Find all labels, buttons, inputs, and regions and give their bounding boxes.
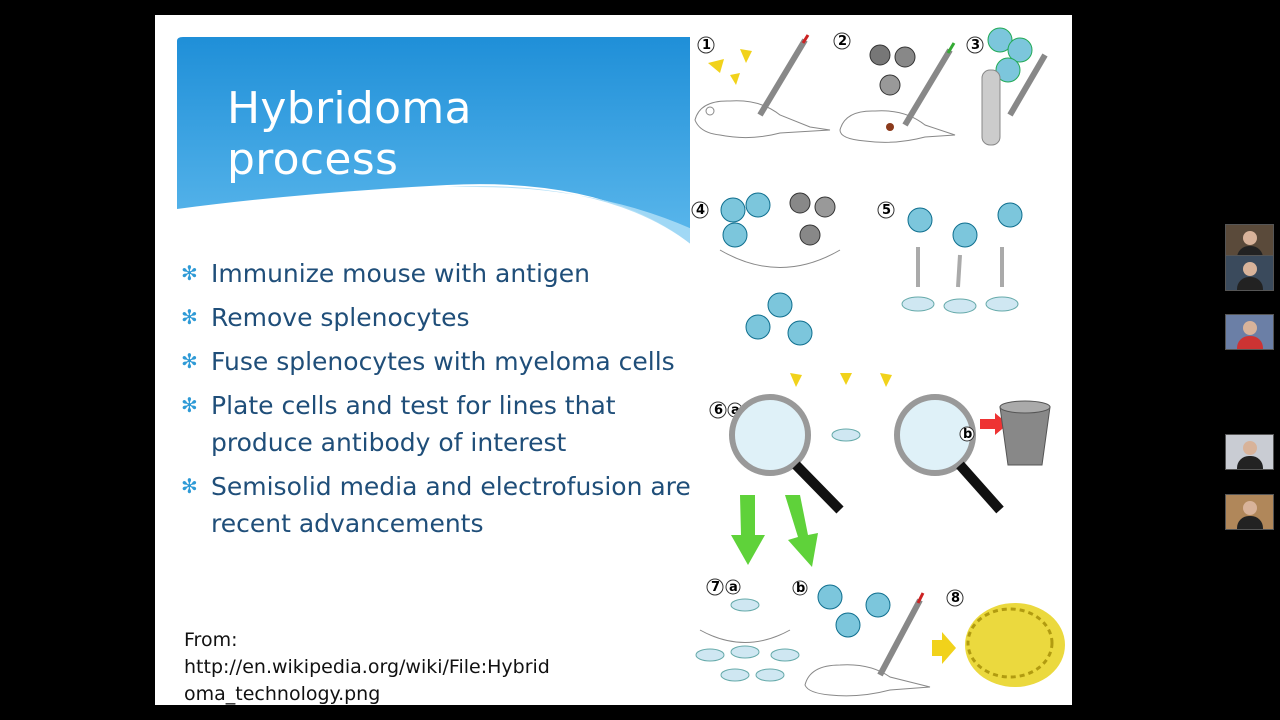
source-label: From: xyxy=(184,629,238,651)
avatar xyxy=(1243,231,1257,245)
avatar xyxy=(1243,321,1257,335)
step-number: 5 xyxy=(882,203,891,218)
avatar xyxy=(1243,441,1257,455)
avatar xyxy=(1243,262,1257,276)
participant-body xyxy=(1237,277,1263,290)
step-8-antibodies: 8 xyxy=(946,589,1065,687)
step-label: b xyxy=(963,427,972,442)
step-number: 4 xyxy=(696,203,705,218)
bullet-item: ✻ Immunize mouse with antigen xyxy=(181,255,701,292)
step-6-test: 6 a b xyxy=(709,373,1051,567)
bullet-text-continued: produce antibody of interest xyxy=(211,428,567,457)
bullet-list: ✻ Immunize mouse with antigen ✻ Remove spl… xyxy=(181,255,701,549)
participant-video-tile[interactable] xyxy=(1225,434,1274,470)
presentation-slide: Hybridoma process ✻ Immunize mouse with a… xyxy=(155,15,1072,705)
bullet-star-icon: ✻ xyxy=(181,474,198,498)
bullet-text: Immunize mouse with antigen xyxy=(211,259,591,288)
bullet-text: Plate cells and test for lines that xyxy=(211,391,616,420)
slide-title: Hybridoma process xyxy=(227,83,472,185)
step-number: 2 xyxy=(838,34,847,49)
step-number: 7 xyxy=(711,580,720,595)
bullet-item: ✻ Plate cells and test for lines that prod… xyxy=(181,387,701,461)
source-url: http://en.wikipedia.org/wiki/File:Hybrid xyxy=(184,656,550,678)
step-label: a xyxy=(729,580,738,595)
participant-body xyxy=(1237,456,1263,469)
avatar xyxy=(1243,501,1257,515)
bullet-text: Fuse splenocytes with myeloma cells xyxy=(211,347,675,376)
step-4-fuse: 4 xyxy=(691,192,841,346)
step-label: a xyxy=(731,403,740,418)
bullet-star-icon: ✻ xyxy=(181,393,198,417)
title-banner xyxy=(177,37,692,245)
participant-video-tile[interactable] xyxy=(1225,255,1274,291)
bullet-item: ✻ Semisolid media and electrofusion are re… xyxy=(181,468,701,542)
step-3-myeloma-cells: 3 xyxy=(966,27,1048,146)
participant-video-tile[interactable] xyxy=(1225,494,1274,530)
bullet-item: ✻ Fuse splenocytes with myeloma cells xyxy=(181,343,701,380)
bullet-text: Remove splenocytes xyxy=(211,303,470,332)
step-number: 1 xyxy=(702,38,711,53)
step-5-plate: 5 xyxy=(877,201,1023,314)
step-number: 3 xyxy=(971,38,980,53)
bullet-item: ✻ Remove splenocytes xyxy=(181,299,701,336)
step-number: 6 xyxy=(714,403,723,418)
step-number: 8 xyxy=(951,591,960,606)
bullet-star-icon: ✻ xyxy=(181,349,198,373)
participant-body xyxy=(1237,336,1263,349)
bullet-star-icon: ✻ xyxy=(181,305,198,329)
participant-video-tile[interactable] xyxy=(1225,314,1274,350)
hybridoma-diagram: 1 2 3 xyxy=(690,15,1072,705)
source-citation: From: http://en.wikipedia.org/wiki/File:… xyxy=(184,627,550,705)
source-url-continued: oma_technology.png xyxy=(184,683,381,705)
step-label: b xyxy=(796,581,805,596)
step-1-immunize: 1 xyxy=(694,34,831,139)
step-7-clone: 7 a b xyxy=(695,578,956,697)
bullet-text: Semisolid media and electrofusion are xyxy=(211,472,691,501)
bullet-star-icon: ✻ xyxy=(181,261,198,285)
participant-body xyxy=(1237,516,1263,529)
bullet-text-continued: recent advancements xyxy=(211,509,484,538)
step-2-remove-splenocytes: 2 xyxy=(833,32,956,143)
